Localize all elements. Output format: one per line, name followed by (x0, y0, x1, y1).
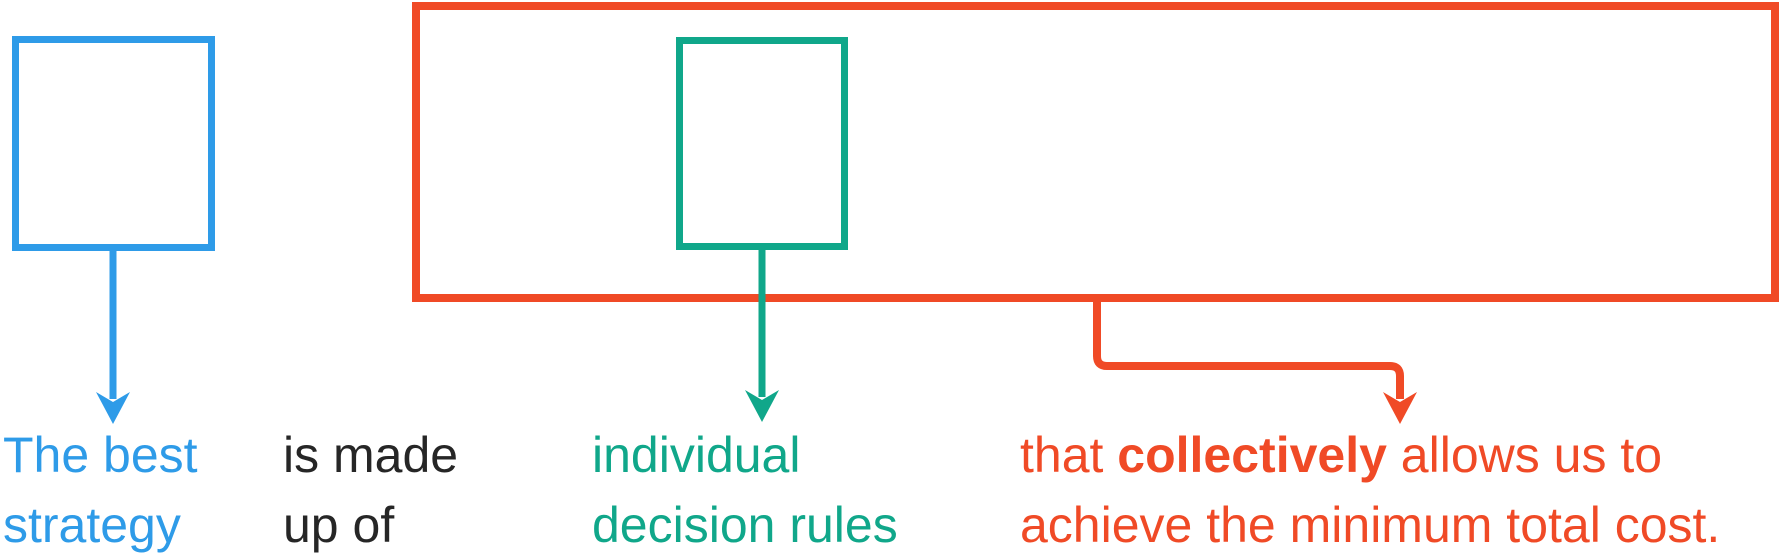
collectively-line1-prefix: that (1020, 427, 1118, 483)
made-up-of-label: is made up of (283, 420, 458, 560)
collective-connector-arrow-icon (1093, 300, 1417, 424)
strategy-arrow-head (96, 392, 130, 424)
rules-arrow-icon (745, 250, 779, 422)
collectively-line1: that collectively allows us to (1020, 420, 1720, 490)
decision-rules-line2: decision rules (592, 497, 898, 553)
made-up-of-line2: up of (283, 497, 395, 553)
best-strategy-line2: strategy (3, 497, 181, 553)
made-up-of-line1: is made (283, 427, 459, 483)
best-strategy-line1: The best (3, 427, 198, 483)
policy-box (412, 2, 1779, 302)
decision-rules-label: individual decision rules (592, 420, 898, 560)
best-strategy-label: The best strategy (3, 420, 198, 560)
strategy-box (12, 36, 215, 251)
decision-rules-line1: individual (592, 427, 801, 483)
strategy-arrow-icon (96, 251, 130, 424)
collective-connector-head (1383, 392, 1417, 424)
collectively-label: that collectively allows us to achieve t… (1020, 420, 1720, 560)
rules-arrow-head (745, 390, 779, 422)
collectively-line1-suffix: allows us to (1386, 427, 1663, 483)
collectively-line1-bold: collectively (1117, 427, 1387, 483)
decision-rule-box (676, 37, 848, 250)
collectively-line2: achieve the minimum total cost. (1020, 497, 1721, 553)
collective-connector-line (1093, 300, 1404, 399)
